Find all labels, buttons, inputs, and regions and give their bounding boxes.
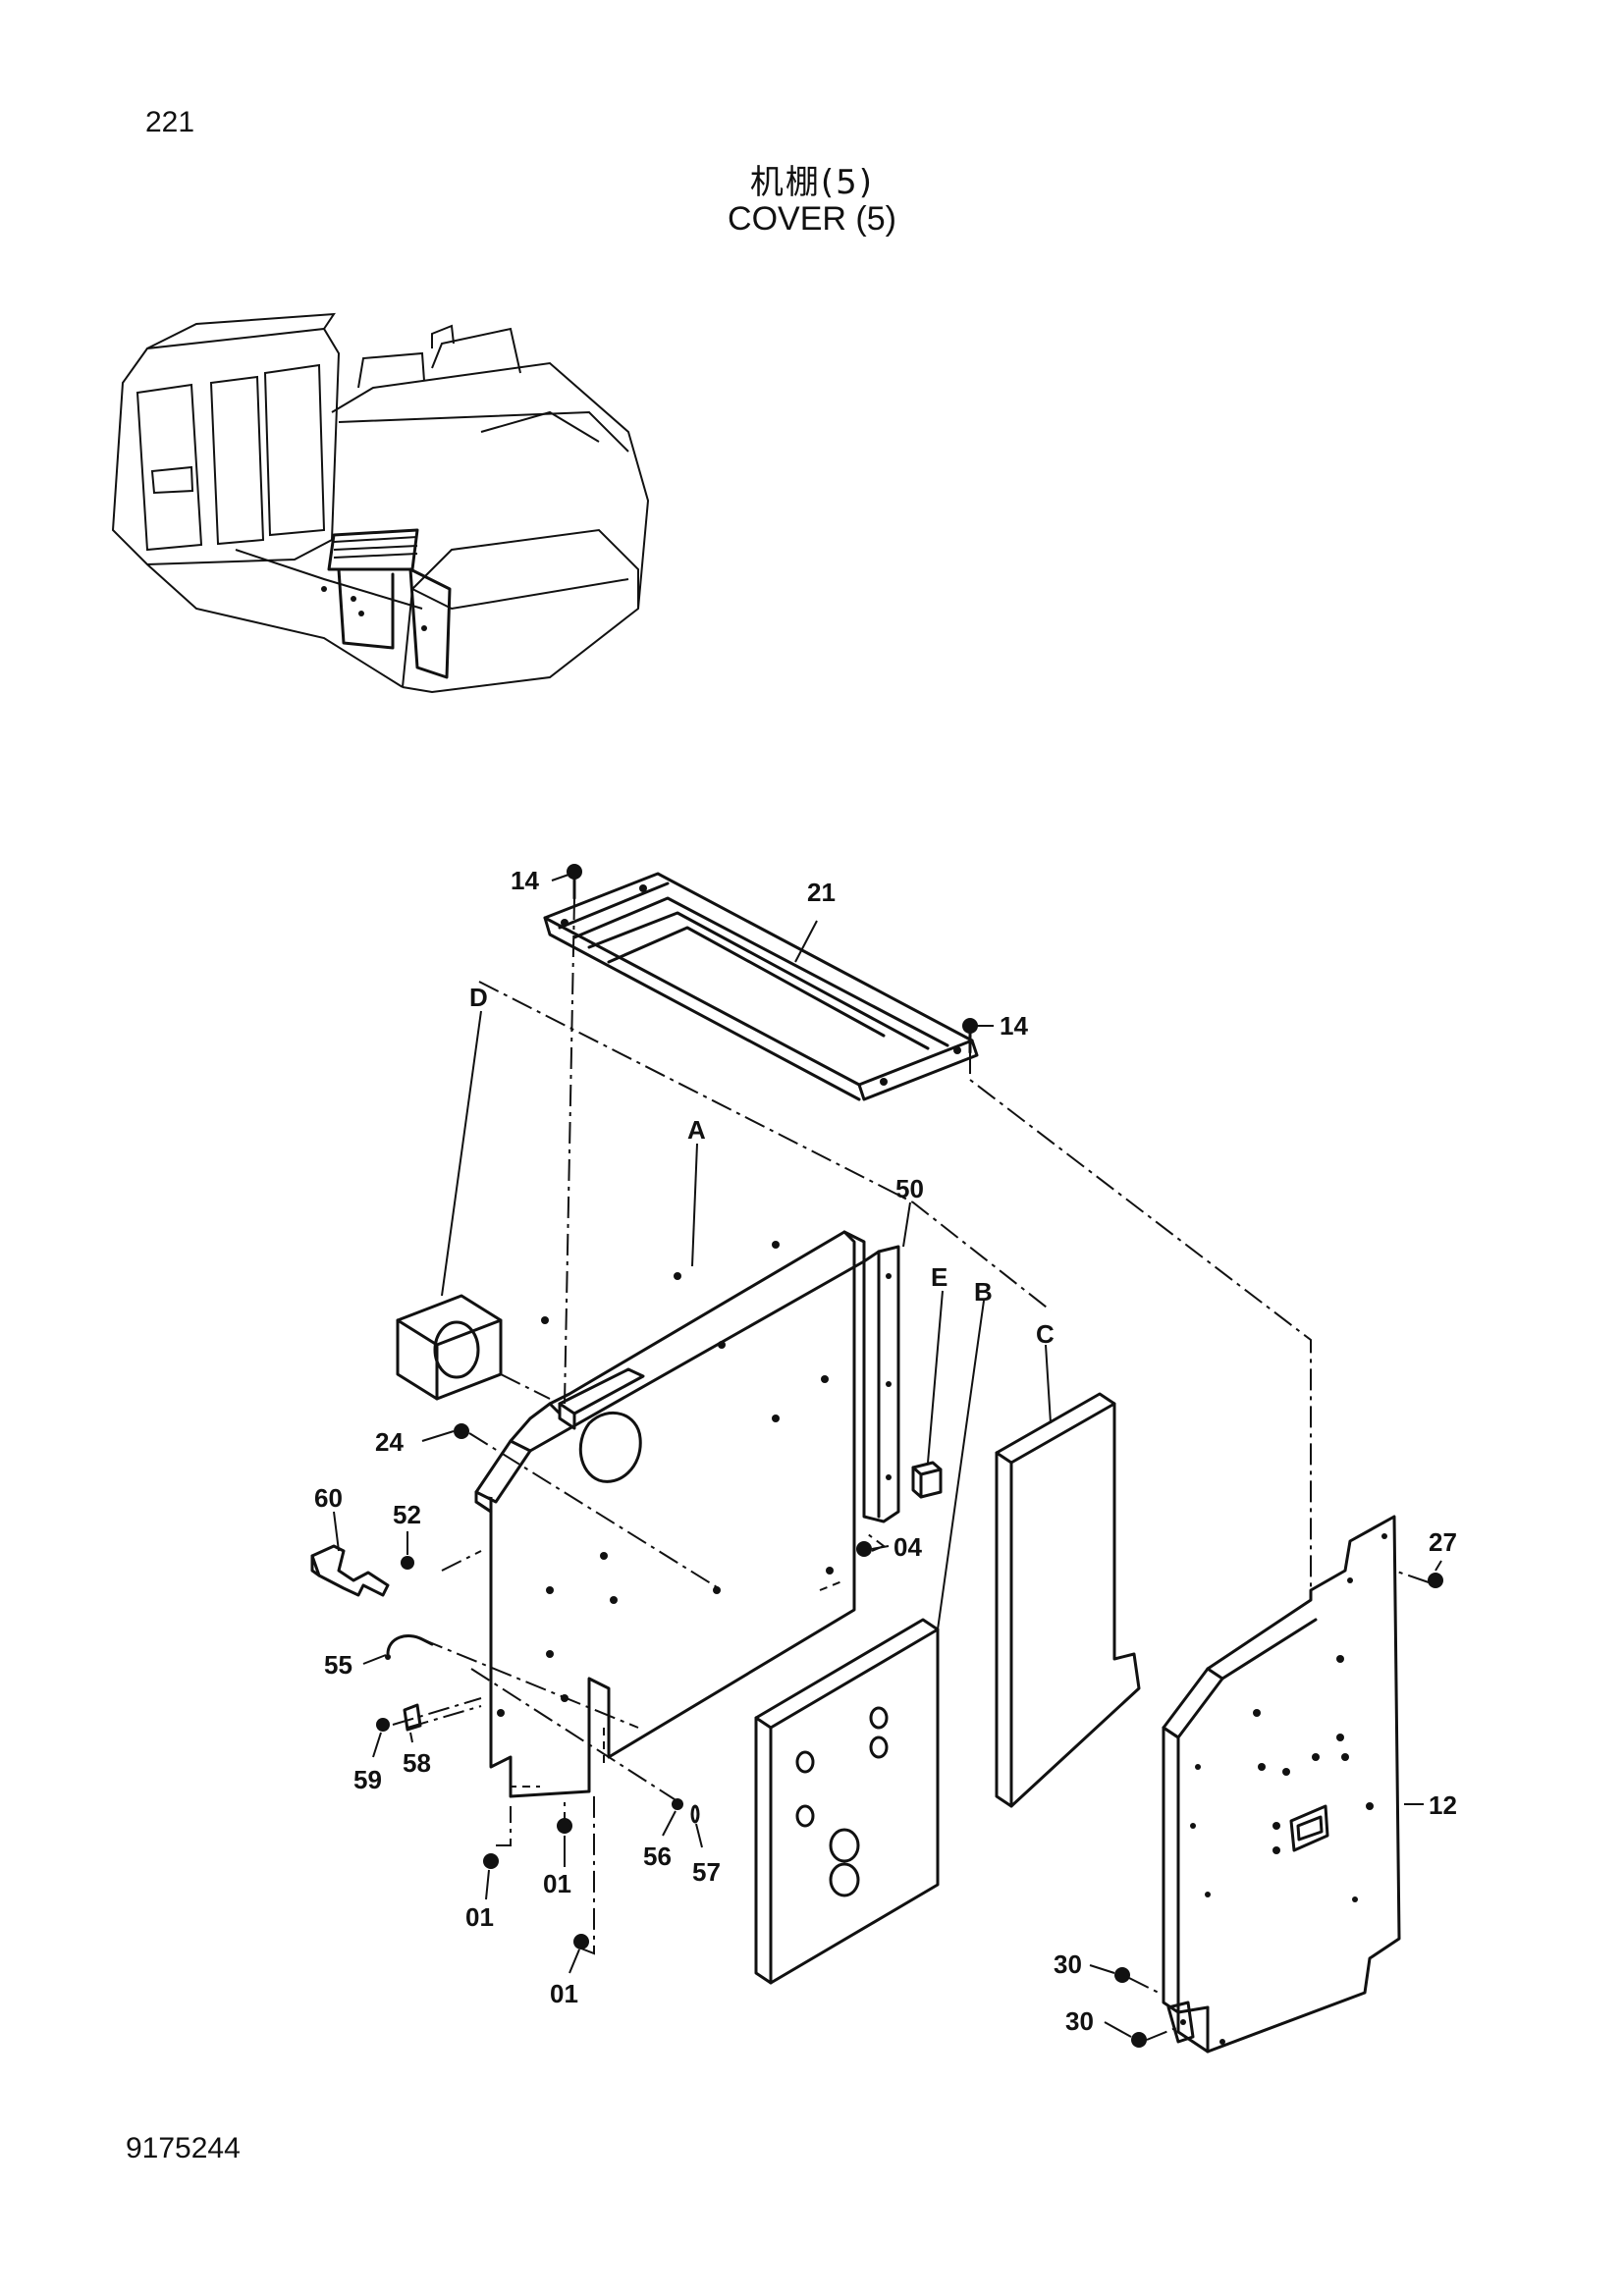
pad-part-B (754, 1618, 940, 1985)
title-english: COVER (5) (728, 200, 896, 238)
right-panel-part-12 (1162, 1515, 1401, 2054)
callout-A: A (687, 1115, 706, 1145)
bolt-part-24 (454, 1423, 469, 1439)
bracket-part-60 (310, 1544, 390, 1597)
top-cover-part-21 (543, 872, 979, 1101)
bolt-part-27 (1428, 1573, 1443, 1588)
block-part-E (911, 1461, 943, 1499)
pad-part-C (995, 1392, 1141, 1808)
clip-part-58 (403, 1703, 422, 1732)
nut-part-56 (672, 1798, 683, 1810)
callout-C: C (1036, 1319, 1055, 1349)
pad-part-D (396, 1294, 503, 1401)
callout-56: 56 (643, 1842, 672, 1871)
drawing-code: 9175244 (126, 2132, 241, 2164)
bolt-part-01-c (573, 1934, 589, 1949)
callout-24: 24 (375, 1427, 404, 1457)
bolt-14-left (567, 864, 582, 900)
callout-labels: 14 21 14 D A 50 E B C 24 60 52 04 27 55 … (314, 866, 1457, 2036)
callout-27: 27 (1429, 1527, 1457, 1557)
callout-12: 12 (1429, 1790, 1457, 1820)
excavator-overview-illustration (111, 312, 650, 694)
callout-04: 04 (893, 1532, 922, 1562)
callout-57: 57 (692, 1857, 721, 1887)
callout-21: 21 (807, 878, 836, 907)
callout-55: 55 (324, 1650, 352, 1680)
bolt-part-52 (401, 1556, 414, 1570)
callout-30: 30 (1065, 2006, 1094, 2036)
callout-14: 14 (1000, 1011, 1028, 1041)
callout-D: D (469, 983, 488, 1012)
callout-01: 01 (465, 1902, 494, 1932)
callout-58: 58 (403, 1748, 431, 1778)
title-chinese: 机棚(5) (749, 163, 875, 202)
bolt-part-01-b (483, 1853, 499, 1869)
bolt-part-59 (376, 1718, 390, 1732)
callout-01: 01 (543, 1869, 571, 1898)
callout-59: 59 (353, 1765, 382, 1794)
panel-a-bracket (558, 1367, 645, 1430)
washer-part-57 (690, 1804, 700, 1824)
page-number: 221 (145, 106, 195, 138)
main-side-panel-part-A (474, 1230, 866, 1798)
leader-lines (333, 873, 1442, 2038)
callout-E: E (931, 1262, 947, 1292)
callout-30: 30 (1054, 1949, 1082, 1979)
callout-B: B (974, 1277, 993, 1307)
wire-part-55 (385, 1634, 434, 1660)
callout-14: 14 (511, 866, 539, 895)
bolt-part-30-a (1114, 1967, 1130, 1983)
bolt-part-30-b (1131, 2032, 1147, 2048)
bolt-14-right (962, 1018, 978, 1054)
callout-50: 50 (895, 1174, 924, 1203)
callout-52: 52 (393, 1500, 421, 1529)
assembly-lines (392, 897, 1430, 2041)
callout-60: 60 (314, 1483, 343, 1513)
callout-01: 01 (550, 1979, 578, 2008)
stiffener-part-50 (862, 1245, 900, 1523)
bolt-part-04 (856, 1541, 872, 1557)
